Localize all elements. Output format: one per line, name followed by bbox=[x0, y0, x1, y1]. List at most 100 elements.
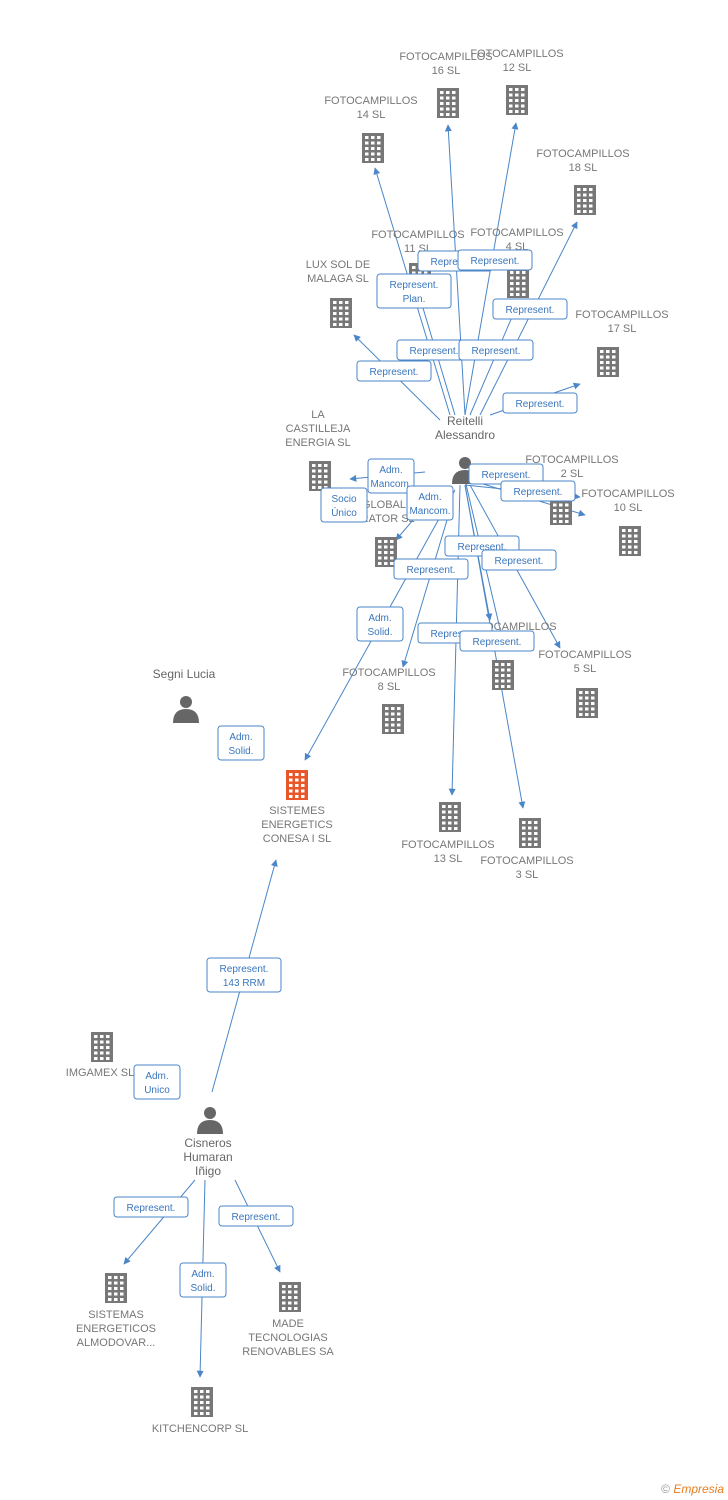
relation-tag-t3[interactable]: Represent.Plan. bbox=[376, 273, 452, 309]
building-window bbox=[521, 93, 525, 97]
relation-tag-t6[interactable]: Represent. bbox=[458, 339, 534, 361]
brand-name: Empresia bbox=[673, 1482, 724, 1496]
building-window bbox=[583, 193, 587, 197]
relation-tag-t7[interactable]: Represent. bbox=[356, 360, 432, 382]
relation-tag-t20[interactable]: Adm.Solid. bbox=[217, 725, 265, 761]
building-icon bbox=[597, 347, 619, 377]
building-icon bbox=[362, 133, 384, 163]
building-window bbox=[509, 110, 513, 113]
relation-tag-t4[interactable]: Represent. bbox=[492, 298, 568, 320]
relation-tag-t2[interactable]: Represent. bbox=[457, 249, 533, 271]
building-window bbox=[565, 503, 569, 507]
relation-tag-t24[interactable]: Represent. bbox=[218, 1205, 294, 1227]
node-label-line: 16 SL bbox=[432, 65, 461, 77]
company-node-almodovar[interactable]: SISTEMASENERGETICOSALMODOVAR... bbox=[76, 1273, 156, 1349]
building-window bbox=[509, 93, 513, 97]
building-window bbox=[440, 107, 444, 111]
building-window bbox=[385, 707, 389, 710]
building-window bbox=[100, 1040, 104, 1044]
building-window bbox=[200, 1401, 204, 1404]
building-window bbox=[100, 1035, 104, 1038]
relation-tag-t21[interactable]: Represent.143 RRM bbox=[206, 957, 282, 993]
node-label-line: SISTEMAS bbox=[88, 1309, 144, 1321]
building-window bbox=[106, 1051, 110, 1055]
node-label-line: FOTOCAMPILLOS bbox=[581, 488, 674, 500]
building-icon bbox=[507, 268, 529, 298]
building-window bbox=[312, 469, 316, 473]
building-window bbox=[528, 821, 532, 824]
building-window bbox=[622, 551, 626, 554]
relation-tag-t25[interactable]: Adm.Solid. bbox=[179, 1262, 227, 1298]
building-window bbox=[282, 1285, 286, 1288]
building-window bbox=[345, 323, 349, 326]
relation-tag-t15[interactable]: Represent. bbox=[481, 549, 557, 571]
relation-tag-t17[interactable]: Adm.Solid. bbox=[356, 606, 404, 642]
building-window bbox=[108, 1298, 112, 1301]
tag-label-line: Adm. bbox=[368, 613, 391, 624]
building-window bbox=[345, 306, 349, 310]
relation-tag-t16[interactable]: Represent. bbox=[393, 558, 469, 580]
building-window bbox=[585, 691, 589, 694]
relation-tag-t9[interactable]: Adm.Mancom. bbox=[367, 458, 415, 494]
building-window bbox=[294, 1285, 298, 1288]
building-window bbox=[294, 1296, 298, 1299]
person-node-segni[interactable]: Segni Lucia bbox=[153, 667, 216, 723]
building-icon bbox=[439, 802, 461, 832]
building-window bbox=[108, 1281, 112, 1285]
building-window bbox=[312, 464, 316, 467]
building-window bbox=[442, 805, 446, 808]
tag-box bbox=[393, 558, 469, 580]
building-window bbox=[442, 810, 446, 814]
node-label-line: FOTOCAMPILLOS bbox=[470, 48, 563, 60]
building-window bbox=[412, 266, 416, 269]
building-window bbox=[94, 1051, 98, 1055]
tag-label-line: Represent. bbox=[495, 556, 544, 567]
building-window bbox=[577, 199, 581, 202]
building-icon bbox=[279, 1282, 301, 1312]
building-window bbox=[194, 1395, 198, 1399]
building-window bbox=[114, 1276, 118, 1279]
building-window bbox=[289, 778, 293, 782]
building-window bbox=[371, 141, 375, 145]
relation-tag-t8[interactable]: Represent. bbox=[502, 392, 578, 414]
building-window bbox=[606, 366, 610, 370]
company-node-imgamex[interactable]: IMGAMEX SL bbox=[66, 1032, 134, 1079]
relation-tag-t19[interactable]: Represent. bbox=[459, 630, 535, 652]
building-window bbox=[515, 110, 519, 113]
relation-tag-t22[interactable]: Adm.Unico bbox=[133, 1064, 181, 1100]
relation-tag-t23[interactable]: Represent. bbox=[113, 1196, 189, 1218]
building-window bbox=[378, 556, 382, 560]
building-window bbox=[510, 282, 514, 285]
company-node-kitchen[interactable]: KITCHENCORP SL bbox=[152, 1387, 248, 1435]
tag-label-line: Represent. bbox=[431, 257, 480, 268]
relation-tag-t13[interactable]: Represent. bbox=[500, 480, 576, 502]
tag-label-line: Represent. bbox=[516, 399, 565, 410]
relation-tag-t11[interactable]: Adm.Mancom. bbox=[406, 485, 454, 521]
node-label-line: LUX SOL DE bbox=[306, 259, 370, 271]
tag-box bbox=[133, 1064, 181, 1100]
building-window bbox=[120, 1276, 124, 1279]
building-icon bbox=[382, 704, 404, 734]
building-window bbox=[301, 795, 305, 798]
building-window bbox=[446, 113, 450, 116]
